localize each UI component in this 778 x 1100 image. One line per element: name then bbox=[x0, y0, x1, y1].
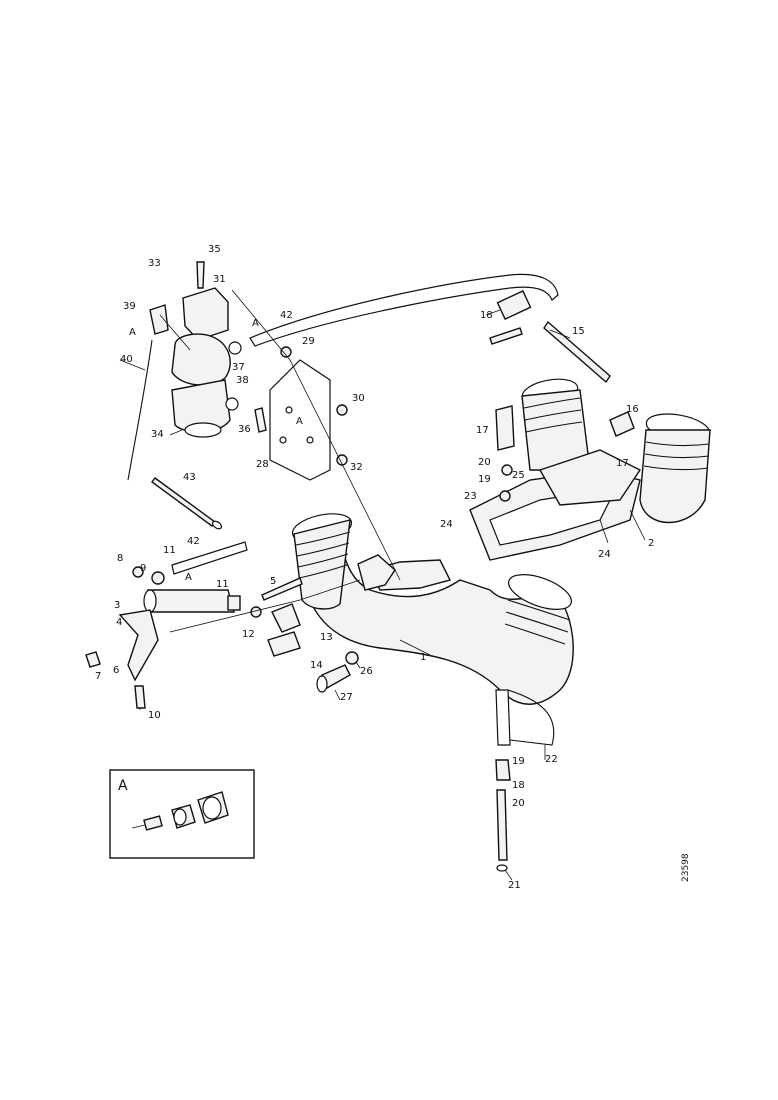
long-bolts bbox=[151, 477, 223, 530]
callout-11-cylinder: 11 bbox=[216, 579, 229, 590]
detail-inset-a: A bbox=[109, 769, 255, 859]
callout-24-right: 24 bbox=[598, 549, 611, 560]
callout-11-top: 11 bbox=[163, 545, 176, 556]
callout-36: 36 bbox=[238, 424, 251, 435]
callout-12: 12 bbox=[242, 629, 255, 640]
sensor-block-assembly bbox=[127, 261, 242, 481]
callout-23: 23 bbox=[464, 491, 477, 502]
callout-20-upper: 20 bbox=[478, 457, 491, 468]
callout-13: 13 bbox=[320, 632, 333, 643]
callout-37: 37 bbox=[232, 362, 245, 373]
callout-25: 25 bbox=[512, 470, 525, 481]
callout-a-cylinder: A bbox=[185, 572, 192, 583]
callout-42-left: 42 bbox=[187, 536, 200, 547]
callout-a-block: A bbox=[129, 327, 136, 338]
callout-9: 9 bbox=[140, 563, 146, 574]
callout-14: 14 bbox=[310, 660, 323, 671]
callout-2: 2 bbox=[648, 538, 654, 549]
drawing-reference-code: 23598 bbox=[681, 853, 691, 882]
callout-7: 7 bbox=[95, 671, 101, 682]
callout-35: 35 bbox=[208, 244, 221, 255]
callout-42-top: 42 bbox=[280, 310, 293, 321]
callout-40: 40 bbox=[120, 354, 133, 365]
exhaust-manifold bbox=[291, 513, 574, 705]
callout-5: 5 bbox=[270, 576, 276, 587]
callout-27: 27 bbox=[340, 692, 353, 703]
leader-lines bbox=[119, 289, 646, 881]
callout-4: 4 bbox=[116, 617, 122, 628]
callout-17-valve: 17 bbox=[476, 425, 489, 436]
callout-43: 43 bbox=[183, 472, 196, 483]
callout-3: 3 bbox=[114, 600, 120, 611]
callout-20-lower: 20 bbox=[512, 798, 525, 809]
actuator-assembly bbox=[85, 541, 303, 709]
callout-16: 16 bbox=[626, 404, 639, 415]
mounting-bracket bbox=[254, 346, 396, 591]
callout-18-bottom: 18 bbox=[512, 780, 525, 791]
callout-39: 39 bbox=[123, 301, 136, 312]
lower-fittings bbox=[316, 651, 555, 872]
callout-21: 21 bbox=[508, 880, 521, 891]
callout-8: 8 bbox=[117, 553, 123, 564]
callout-28: 28 bbox=[256, 459, 269, 470]
callout-a-bracket: A bbox=[296, 416, 303, 427]
callout-22: 22 bbox=[545, 754, 558, 765]
callout-19-lower: 19 bbox=[512, 756, 525, 767]
callout-labels: 1 2 3 4 5 6 7 8 9 10 11 11 12 13 14 15 1… bbox=[95, 244, 654, 891]
callout-30: 30 bbox=[352, 393, 365, 404]
callout-34: 34 bbox=[151, 429, 164, 440]
callout-26: 26 bbox=[360, 666, 373, 677]
callout-a-tube: A bbox=[252, 318, 259, 329]
callout-38: 38 bbox=[236, 375, 249, 386]
callout-6: 6 bbox=[113, 665, 119, 676]
callout-10: 10 bbox=[148, 710, 161, 721]
callout-31: 31 bbox=[213, 274, 226, 285]
callout-18-top: 18 bbox=[480, 310, 493, 321]
callout-19-upper: 19 bbox=[478, 474, 491, 485]
callout-15: 15 bbox=[572, 326, 585, 337]
callout-33: 33 bbox=[148, 258, 161, 269]
callout-32: 32 bbox=[350, 462, 363, 473]
upper-pipe-assembly bbox=[469, 378, 711, 561]
upper-tube bbox=[249, 273, 611, 384]
callout-24-left: 24 bbox=[440, 519, 453, 530]
inset-label: A bbox=[118, 778, 128, 794]
callout-29: 29 bbox=[302, 336, 315, 347]
callout-1: 1 bbox=[420, 652, 426, 663]
callout-17-right: 17 bbox=[616, 458, 629, 469]
small-valve bbox=[495, 405, 635, 502]
